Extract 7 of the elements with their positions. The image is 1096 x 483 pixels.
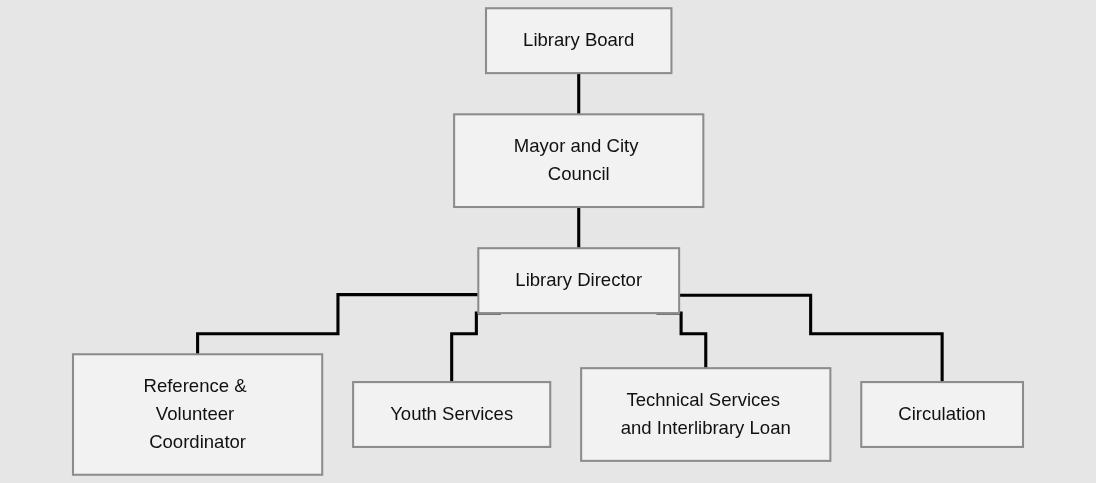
node-box: Mayor and City Council bbox=[453, 113, 705, 209]
node-box: Library Board bbox=[484, 7, 673, 75]
node-box: Library Director bbox=[477, 247, 681, 315]
node-box: Reference & Volunteer Coordinator bbox=[71, 353, 324, 476]
node-box: Circulation bbox=[860, 381, 1025, 448]
node-box: Youth Services bbox=[352, 381, 552, 448]
node-box: Technical Services and Interlibrary Loan bbox=[580, 367, 832, 462]
